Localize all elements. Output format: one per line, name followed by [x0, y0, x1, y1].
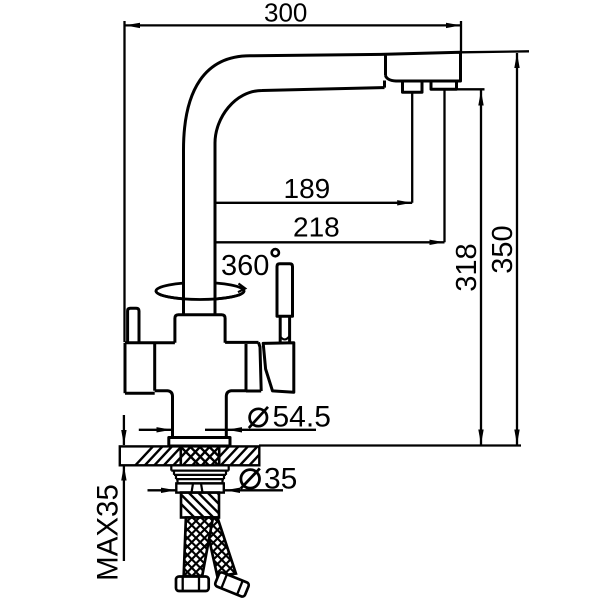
svg-text:360: 360 — [221, 250, 269, 282]
svg-text:189: 189 — [284, 173, 331, 204]
svg-text:350: 350 — [487, 225, 519, 273]
svg-text:35: 35 — [264, 463, 297, 496]
svg-text:300: 300 — [264, 0, 307, 28]
svg-text:54.5: 54.5 — [273, 401, 331, 434]
svg-text:MAX35: MAX35 — [91, 484, 124, 581]
svg-text:218: 218 — [293, 212, 340, 243]
svg-text:318: 318 — [451, 243, 483, 291]
